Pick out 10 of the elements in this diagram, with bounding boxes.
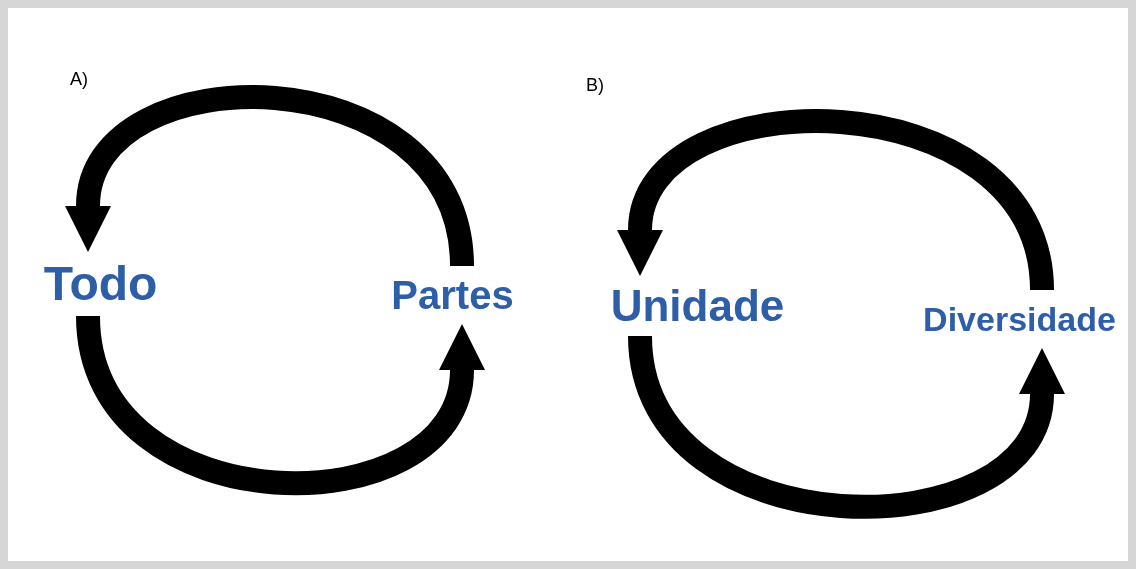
node-label: Partes [391,275,514,315]
panel-label: A) [70,68,88,91]
curved-arrow [65,86,474,268]
curved-arrow [617,110,1054,292]
panel-label: B) [586,74,604,97]
node-label: Diversidade [923,302,1116,336]
curved-arrow [76,314,485,495]
node-label: Todo [43,260,158,308]
node-label: Unidade [610,284,785,328]
curved-arrow [628,334,1065,518]
